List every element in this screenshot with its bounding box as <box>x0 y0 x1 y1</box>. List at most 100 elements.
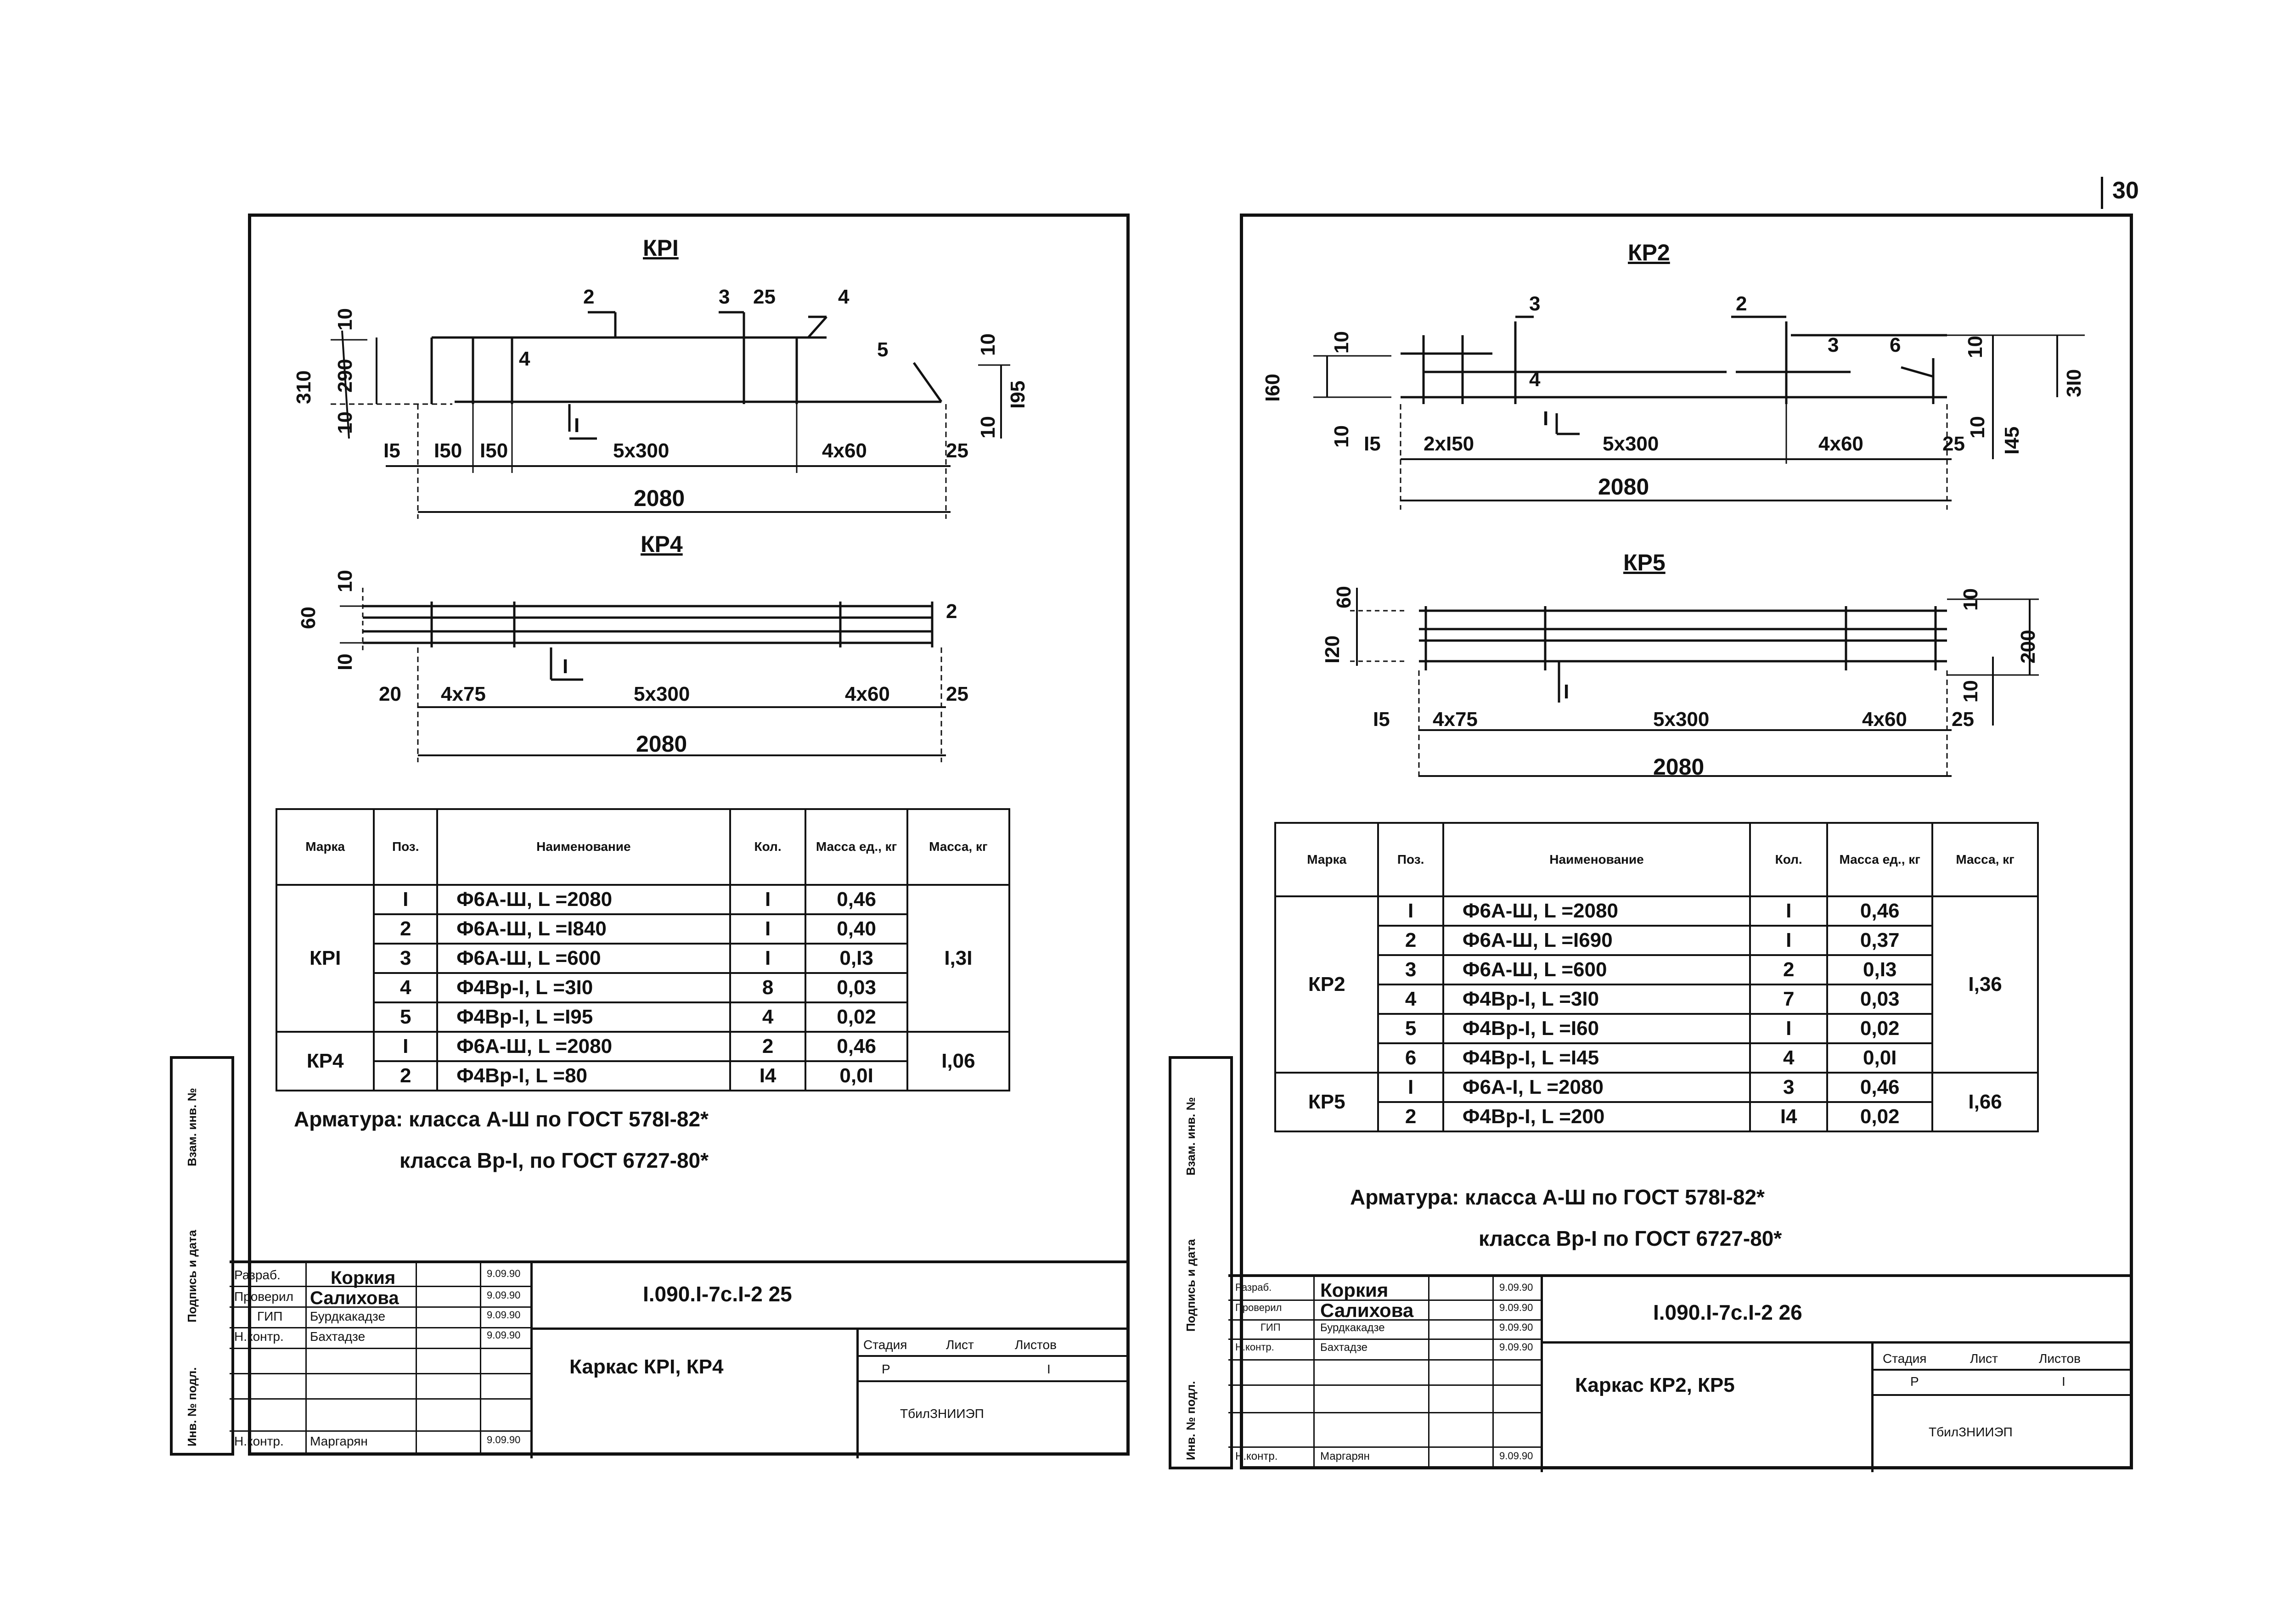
unit-mass-cell: 0,46 <box>805 1031 908 1062</box>
kp5-dim-60: 60 <box>1333 586 1355 608</box>
kp4-dim-10b: I0 <box>334 653 356 670</box>
mark-cell: КР4 <box>275 1031 375 1091</box>
left-spec-table: Марка Поз. Наименование Кол. Масса ед., … <box>275 808 1011 1091</box>
kp2-dim-160: I60 <box>1261 373 1284 402</box>
left-stamp-divider <box>859 1380 1130 1382</box>
date: 9.09.90 <box>487 1329 521 1341</box>
name: Бахтадзе <box>310 1329 366 1344</box>
kp4-dim-4x60: 4x60 <box>845 683 890 705</box>
col-qty: Кол. <box>729 808 807 886</box>
pos-cell: 2 <box>373 1060 439 1091</box>
kp2-dim-4x60: 4x60 <box>1818 433 1863 455</box>
col-mass: Масса, кг <box>906 808 1011 886</box>
grid-line <box>416 1260 417 1456</box>
grid-line <box>1228 1359 1541 1361</box>
left-stamp-divider <box>530 1263 533 1458</box>
table-row: 3 Ф6А-Ш, L =600 2 0,I3 <box>1275 954 2038 985</box>
kp1-dim-310: 310 <box>293 370 315 404</box>
kp5-dim-total: 2080 <box>1653 754 1705 780</box>
unit-mass-cell: 0,I3 <box>805 943 908 974</box>
pos-cell: 2 <box>1377 1101 1444 1132</box>
date: 9.09.90 <box>487 1434 521 1446</box>
right-stamp-divider <box>1543 1341 2133 1344</box>
pos-cell: 3 <box>1377 954 1444 985</box>
name: Салихова <box>1320 1299 1414 1321</box>
role: Н.контр. <box>234 1434 284 1448</box>
table-row: 4 Ф4Вр-I, L =3I0 7 0,03 <box>1275 984 2038 1015</box>
page-number: 30 <box>2112 177 2139 204</box>
qty-cell: I <box>1749 925 1829 956</box>
table-row: 2 Ф6А-Ш, L =I840 I 0,40 <box>276 913 1009 945</box>
name: Маргарян <box>1320 1450 1370 1462</box>
right-sheet-frame <box>1240 214 2133 1469</box>
qty-cell: 2 <box>729 1031 807 1062</box>
table-row: 6 Ф4Вр-I, L =I45 4 0,0I <box>1275 1042 2038 1074</box>
grid-line <box>305 1260 307 1456</box>
left-stamp-divider <box>856 1328 859 1458</box>
unit-mass-cell: 0,46 <box>1826 895 1934 927</box>
pos-cell: 5 <box>1377 1013 1444 1044</box>
kp1-dim-150a: I50 <box>434 439 462 462</box>
kp5-dim-10a: 10 <box>1959 588 1982 611</box>
pos-cell: I <box>1377 895 1444 927</box>
unit-mass-cell: 0,I3 <box>1826 954 1934 985</box>
kp5-dim-5x300: 5x300 <box>1653 708 1710 731</box>
unit-mass-cell: 0,0I <box>1826 1042 1934 1074</box>
right-spec-table: Марка Поз. Наименование Кол. Масса ед., … <box>1274 822 2039 1132</box>
table-row: КРI I Ф6А-Ш, L =2080 I 0,46 I,3I <box>275 884 1011 1033</box>
col-unit-mass: Масса ед., кг <box>805 808 908 886</box>
role: Проверил <box>234 1289 293 1304</box>
name: Коркия <box>1320 1279 1389 1301</box>
kp2-dim-310: 3I0 <box>2063 369 2085 397</box>
left-stage-label: Стадия <box>863 1338 907 1352</box>
kp2-pos-1: I <box>1543 407 1549 430</box>
name: Коркия <box>331 1268 396 1288</box>
kp2-dim-145: I45 <box>2001 426 2023 455</box>
unit-mass-cell: 0,03 <box>805 972 908 1003</box>
qty-cell: 4 <box>1749 1042 1829 1074</box>
left-sheets-label: Листов <box>1015 1338 1057 1352</box>
right-stamp <box>1228 1274 2133 1472</box>
left-note-2: класса Вр-I, по ГОСТ 6727-80* <box>400 1148 709 1172</box>
kp2-pos-4: 4 <box>1529 368 1541 391</box>
unit-mass-cell: 0,46 <box>805 884 908 915</box>
qty-cell: 8 <box>729 972 807 1003</box>
name: Салихова <box>310 1288 399 1308</box>
left-sheets: I <box>1047 1362 1051 1376</box>
unit-mass-cell: 0,02 <box>805 1001 908 1033</box>
kp2-dim-10c: 10 <box>1964 336 1986 358</box>
name-cell: Ф4Вр-I, L =200 <box>1442 1101 1751 1132</box>
date: 9.09.90 <box>487 1268 521 1279</box>
left-side-strip <box>170 1056 234 1456</box>
role: ГИП <box>257 1309 283 1323</box>
kp2-dim-15: I5 <box>1364 433 1381 455</box>
kp2-pos-6: 6 <box>1890 334 1901 356</box>
table-row: КР5 I Ф6А-I, L =2080 3 0,46 I,66 <box>1274 1072 2039 1132</box>
right-org: ТбилЗНИИЭП <box>1929 1425 2013 1439</box>
kp1-pos-1: I <box>574 414 580 437</box>
table-row: 4 Ф4Вр-I, L =3I0 8 0,03 <box>276 972 1009 1003</box>
kp1-dim-4x60: 4x60 <box>822 439 867 462</box>
kp4-dim-25: 25 <box>946 683 968 705</box>
kp1-pos-3: 3 <box>719 286 730 308</box>
col-mark: Марка <box>275 808 375 886</box>
pos-cell: 3 <box>373 943 439 974</box>
right-stamp-divider <box>1871 1341 1874 1472</box>
kp1-dim-15: I5 <box>383 439 400 462</box>
table-row: КР4 I Ф6А-Ш, L =2080 2 0,46 I,06 <box>275 1031 1011 1091</box>
name-cell: Ф6А-Ш, L =I840 <box>436 913 731 945</box>
mass-cell: I,66 <box>1931 1072 2039 1132</box>
table-row: 3 Ф6А-Ш, L =600 I 0,I3 <box>276 943 1009 974</box>
right-stamp-divider <box>1874 1369 2133 1371</box>
qty-cell: I <box>729 943 807 974</box>
kp4-pos-2: 2 <box>946 600 957 623</box>
mark-cell: КР5 <box>1274 1072 1379 1132</box>
left-org: ТбилЗНИИЭП <box>900 1406 984 1421</box>
role: Проверил <box>1235 1302 1282 1313</box>
col-mark: Марка <box>1274 822 1379 897</box>
kp1-dim-5x300: 5x300 <box>613 439 670 462</box>
table-row: 2 Ф4Вр-I, L =80 I4 0,0I <box>276 1060 1009 1091</box>
grid-line <box>230 1348 530 1349</box>
pos-cell: 4 <box>373 972 439 1003</box>
